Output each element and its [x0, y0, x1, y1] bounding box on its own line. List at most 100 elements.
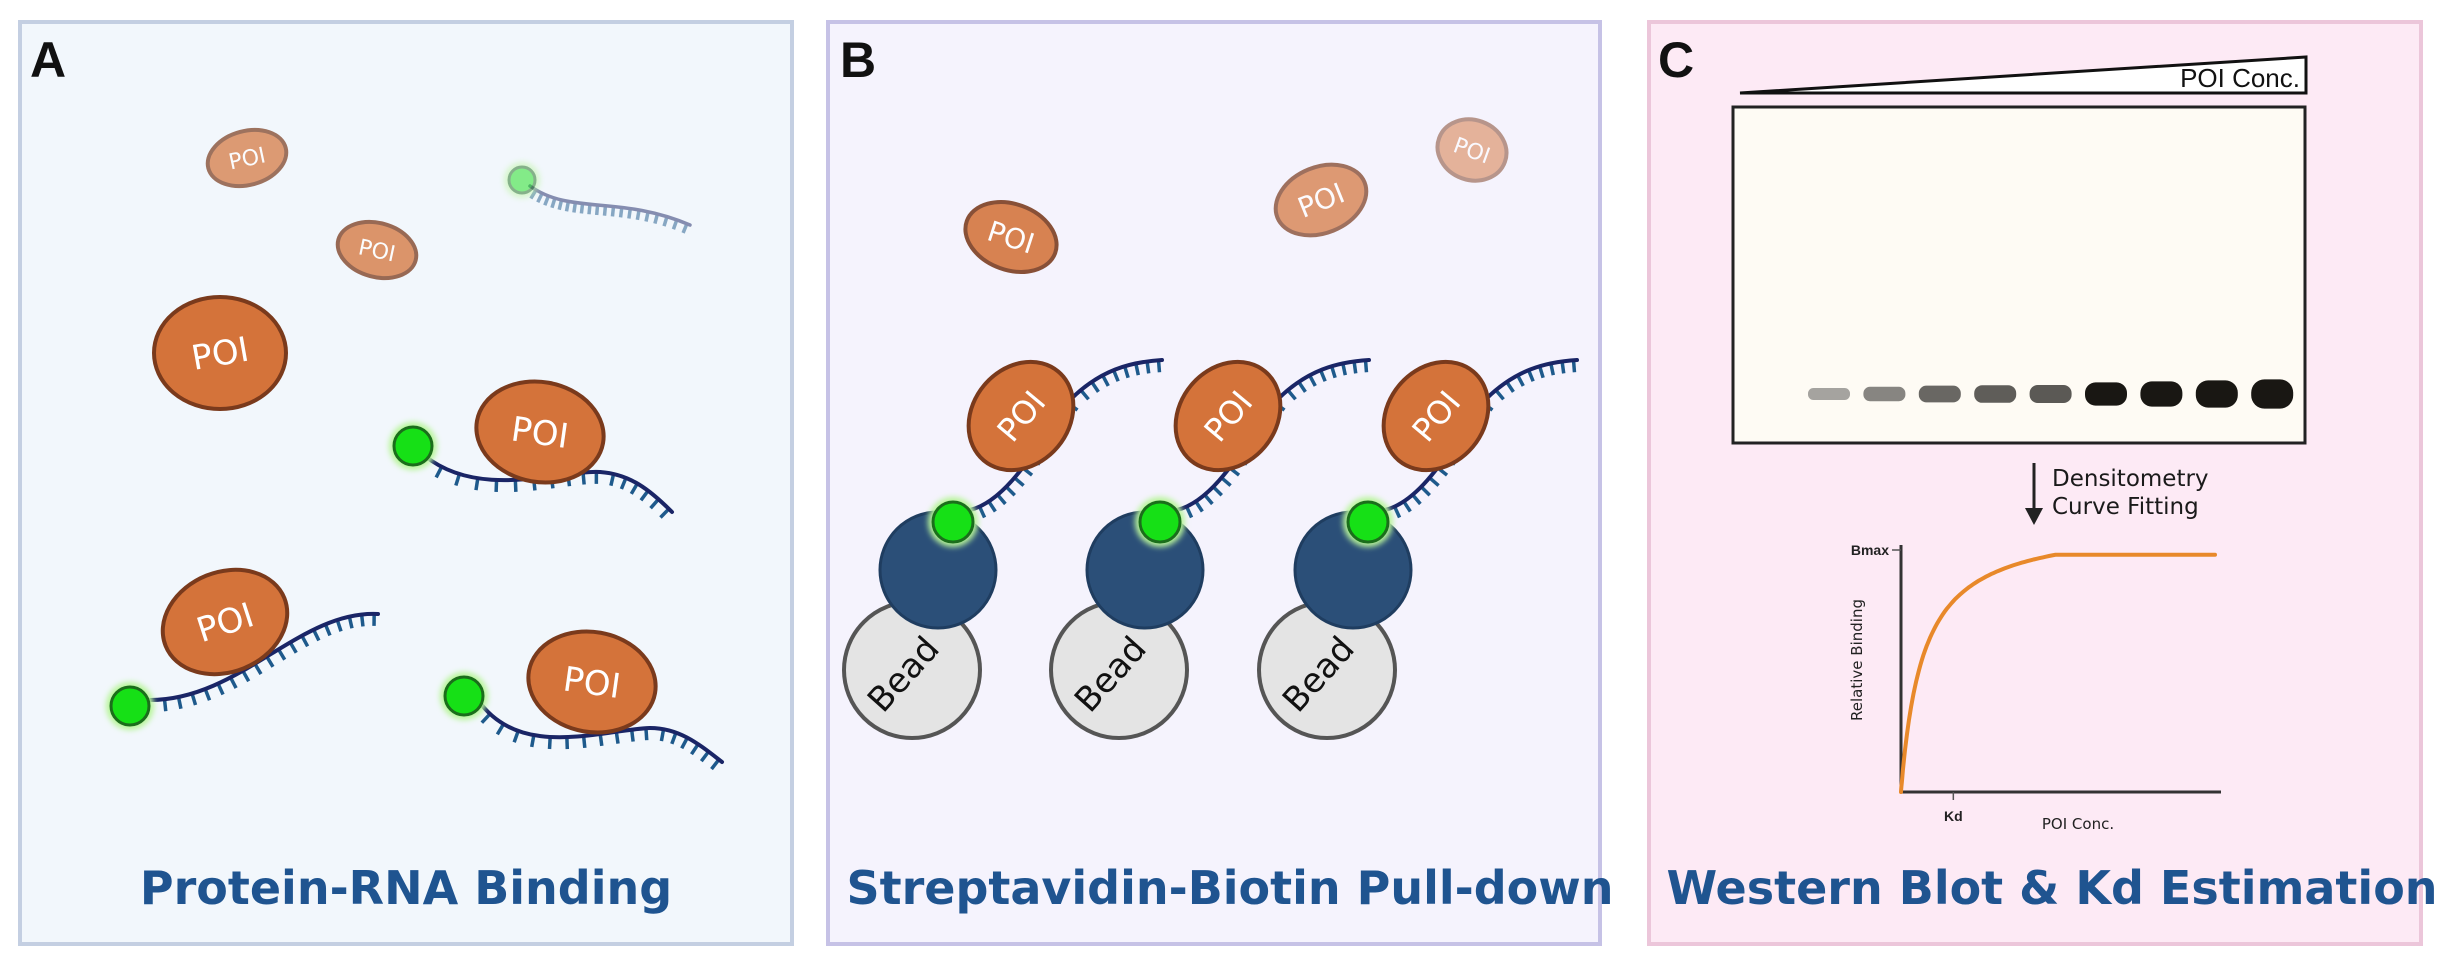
biotin-tag: [389, 422, 437, 470]
binding-curve-chart: Bmax Kd POI Conc. Relative Binding: [1848, 542, 2221, 833]
gel-band: [2085, 382, 2127, 406]
biotin-icon: [507, 165, 537, 195]
y-axis-label: Relative Binding: [1848, 599, 1866, 721]
poi-protein: POI: [963, 200, 1059, 274]
rna-backbone: [598, 470, 674, 514]
poi-shape: [526, 629, 658, 735]
poi-shape: [1435, 117, 1509, 183]
biotin-icon: [1138, 500, 1182, 544]
binding-fit-line: [1899, 552, 2217, 794]
rna-base: [529, 734, 536, 748]
rna-base: [977, 505, 987, 519]
poi-shape: [152, 295, 288, 411]
rna-base: [1211, 485, 1223, 497]
panel-a-frame: [18, 20, 794, 946]
poi-protein: POI: [205, 127, 289, 189]
rna-strand: [476, 698, 652, 750]
poi-protein: POI: [474, 379, 606, 485]
panel-b-title: Streptavidin-Biotin Pull-down: [846, 861, 1613, 915]
arrow-label-densitometry: Densitometry: [2052, 466, 2209, 492]
rna-base: [454, 473, 462, 487]
rna-base: [162, 699, 168, 712]
rna-base: [265, 655, 275, 668]
rna-base: [572, 202, 578, 213]
gel-band: [1808, 388, 1850, 400]
biotin-tag: [440, 672, 488, 720]
biotin-tag: [928, 497, 978, 547]
rna-strand: [1275, 358, 1371, 402]
poi-label: POI: [189, 330, 252, 379]
panel-b-letter: B: [840, 32, 876, 88]
poi-shape: [966, 359, 1076, 473]
rna-strand: [648, 726, 724, 771]
rna-base: [1402, 500, 1412, 513]
poi-protein: POI: [1381, 359, 1491, 473]
rna-strand: [1068, 358, 1164, 402]
wedge-label: POI Conc.: [2180, 63, 2300, 93]
biotin-icon: [109, 685, 151, 727]
rna-base: [1013, 476, 1025, 487]
rna-base: [176, 696, 183, 710]
rna-base: [1392, 505, 1402, 519]
poi-shape: [205, 127, 289, 189]
rna-base: [253, 662, 263, 675]
rna-strand: [528, 184, 692, 234]
rna-base: [190, 693, 198, 706]
gel-bands: [1808, 379, 2294, 409]
wedge-shape: [1739, 55, 2308, 95]
poi-label: POI: [561, 659, 623, 707]
arrow-down-icon: [2025, 508, 2043, 525]
rna-base: [1184, 505, 1194, 519]
poi-protein: POI: [335, 219, 419, 281]
poi-label: POI: [509, 409, 571, 457]
gel-band: [1918, 385, 1961, 403]
poi-protein: POI: [966, 359, 1076, 473]
rna-base: [474, 477, 480, 491]
poi-protein: POI: [152, 295, 288, 411]
rna-backbone: [1275, 358, 1371, 402]
poi-shape: [1173, 359, 1283, 473]
rna-base: [203, 688, 212, 701]
gel-band: [2251, 379, 2294, 409]
panel-a-title: Protein-RNA Binding: [140, 861, 672, 915]
rna-base: [216, 682, 225, 696]
panel-c-title: Western Blot & Kd Estimation: [1666, 861, 2437, 915]
gel-band: [2195, 380, 2238, 408]
rna-base: [1194, 500, 1204, 513]
rna-base: [1203, 493, 1214, 506]
poi-protein: POI: [1435, 117, 1509, 183]
rna-base: [547, 736, 552, 750]
gel-band: [2140, 381, 2183, 407]
rna-base: [1419, 485, 1431, 497]
rna-base: [579, 203, 585, 214]
gel-band: [1974, 385, 2017, 403]
rna-base: [480, 712, 492, 724]
gel-band: [1863, 386, 1906, 402]
process-arrow: Densitometry Curve Fitting: [2025, 463, 2209, 525]
rna-base: [1411, 493, 1422, 506]
rna-base: [1428, 476, 1440, 487]
x-axis-label: POI Conc.: [2042, 815, 2114, 833]
y-tick-label-bmax: Bmax: [1851, 542, 1889, 558]
rna-base: [513, 479, 518, 492]
biotin-tag: [1343, 497, 1393, 547]
poi-shape: [1273, 162, 1369, 238]
poi-protein: POI: [1273, 162, 1369, 238]
rna-backbone: [148, 611, 380, 702]
western-blot-membrane: [1731, 105, 2307, 445]
rna-base: [987, 500, 997, 513]
rna-base: [512, 730, 520, 743]
rna-backbone: [528, 184, 692, 227]
poi-protein: POI: [1173, 359, 1283, 473]
poi-shape: [335, 219, 419, 281]
poi-shape: [1381, 359, 1491, 473]
panel-c: C POI Conc. Densitometry Curve Fitting B…: [1647, 20, 2438, 946]
rna-base: [598, 733, 604, 747]
rna-backbone: [648, 726, 724, 764]
rna-backbone: [1483, 358, 1579, 402]
rna-base: [228, 676, 238, 689]
